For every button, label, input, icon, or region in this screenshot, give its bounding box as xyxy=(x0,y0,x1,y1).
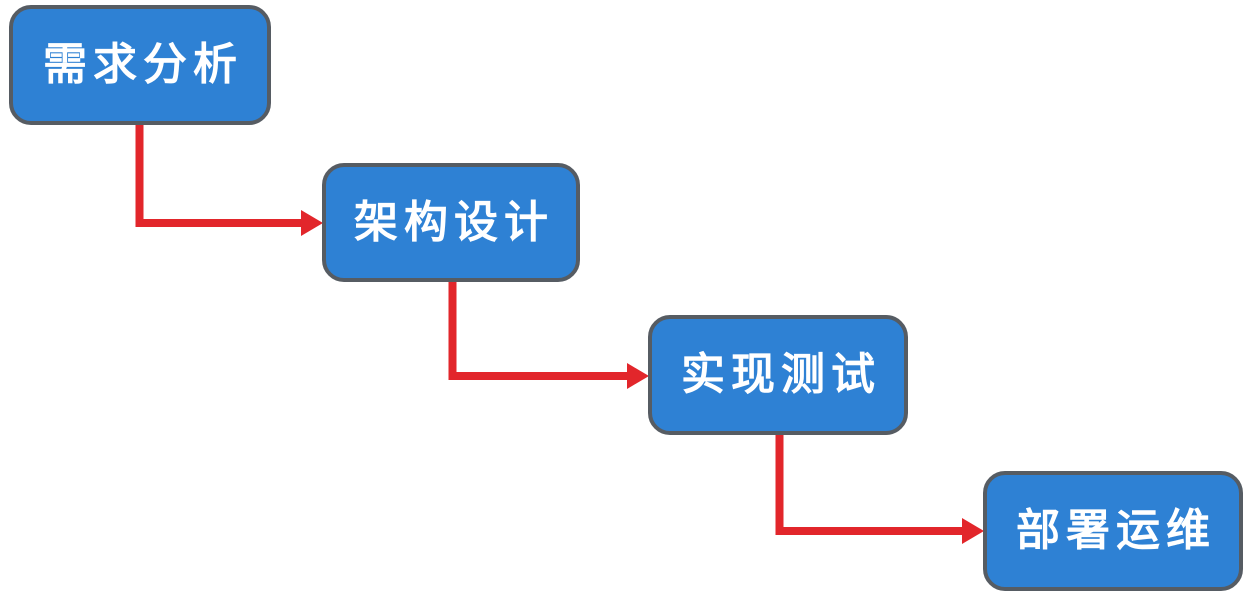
flow-node-label: 部署运维 xyxy=(1016,505,1216,556)
connector-arrow-3 xyxy=(775,434,984,544)
flow-node-label: 实现测试 xyxy=(681,349,881,400)
connector-arrow-2 xyxy=(448,281,649,389)
arrowhead-icon xyxy=(627,363,649,389)
flow-node-requirements-analysis: 需求分析 xyxy=(9,5,271,125)
flow-node-label: 需求分析 xyxy=(43,39,243,90)
arrowhead-icon xyxy=(301,210,323,236)
flow-node-label: 架构设计 xyxy=(354,196,554,248)
flow-node-implementation-testing: 实现测试 xyxy=(648,315,908,435)
connector-arrow-1 xyxy=(135,124,323,236)
arrowhead-icon xyxy=(962,518,984,544)
flow-node-architecture-design: 架构设计 xyxy=(322,163,580,282)
flow-node-deployment-operations: 部署运维 xyxy=(983,471,1243,591)
